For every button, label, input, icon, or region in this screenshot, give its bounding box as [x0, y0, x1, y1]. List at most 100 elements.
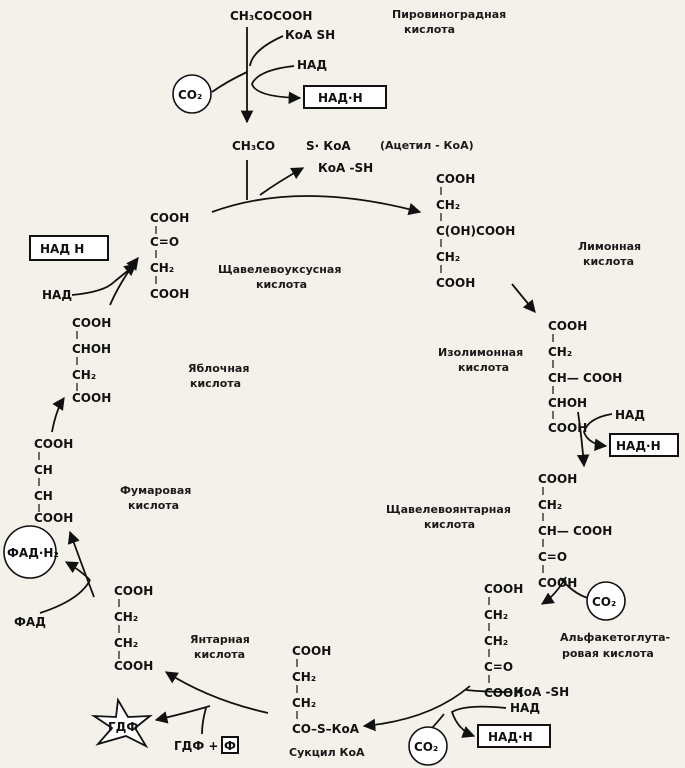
svg-text:COOH: COOH	[548, 421, 587, 435]
nad-left-curve	[71, 281, 115, 296]
acetyl-formula-left: CH₃CO	[232, 139, 275, 153]
fumaric-acid-formula: COOH CH CH COOH	[34, 437, 73, 525]
arc-isocitrate-to-oxalosuccinate	[576, 411, 590, 468]
nad-right-curve	[583, 413, 613, 452]
svg-text:CH₂: CH₂	[484, 634, 508, 648]
gdf-input-curve	[201, 707, 207, 735]
citric-acid-formula: COOH CH₂ C(OH)COOH CH₂ COOH	[436, 172, 515, 290]
nad-top-curve	[251, 65, 302, 105]
svg-text:COOH: COOH	[150, 287, 189, 301]
arc-malate-to-oxaloacetate	[109, 256, 139, 306]
co2-right-circle	[586, 581, 626, 621]
pyruvic-acid-label-1: Пировиноградная	[392, 8, 506, 21]
svg-text:COOH: COOH	[72, 391, 111, 405]
acetyl-coa-label: (Ацетил - КоА)	[380, 139, 474, 152]
oxalosuccinic-acid-label-2: кислота	[424, 518, 475, 531]
svg-text:CH₂: CH₂	[292, 670, 316, 684]
gdf-star-shape	[90, 697, 153, 749]
coa-release-arrow	[259, 167, 305, 196]
citric-acid-label-1: Лимонная	[578, 240, 641, 253]
arc-fumarate-to-malate	[51, 396, 65, 433]
svg-text:CH₂: CH₂	[436, 198, 460, 212]
oxalosuccinic-acid-formula: COOH CH₂ CH— COOH C=O COOH	[538, 472, 612, 590]
acetyl-formula-right: S· КоА	[306, 139, 351, 153]
svg-text:COOH: COOH	[72, 316, 111, 330]
coa-entry-curve	[249, 35, 284, 67]
nad-bottom-curve	[450, 705, 507, 738]
pyruvic-acid-label-2: кислота	[404, 23, 455, 36]
coa-sh-top: КоА SH	[285, 28, 335, 42]
svg-text:CH₂: CH₂	[114, 636, 138, 650]
succinic-acid-label-2: кислота	[194, 648, 245, 661]
svg-text:COOH: COOH	[114, 659, 153, 673]
nadh-left-box	[29, 235, 109, 261]
svg-text:CH₂: CH₂	[150, 261, 174, 275]
svg-text:CH₂: CH₂	[72, 368, 96, 382]
oxaloacetic-acid-formula: COOH C=O CH₂ COOH	[150, 211, 189, 301]
nadh-right-box	[609, 433, 679, 457]
svg-text:COOH: COOH	[292, 644, 331, 658]
fadh: ФАД·Н₂	[7, 546, 59, 560]
coa-sh-bottom: КоА -SH	[514, 685, 569, 699]
co2-right-curve	[559, 577, 589, 599]
svg-text:C=O: C=O	[150, 235, 179, 249]
svg-text:CH: CH	[34, 463, 53, 477]
svg-text:COOH: COOH	[436, 276, 475, 290]
co2-right: CO₂	[592, 595, 616, 609]
nadh-top-box	[303, 85, 387, 109]
svg-text:CH₂: CH₂	[538, 498, 562, 512]
co2-bottom-circle	[408, 726, 448, 766]
alpha-ketoglutaric-label-1: Альфакетоглута-	[560, 631, 670, 644]
oxalosuccinic-acid-label-1: Щавелевоянтарная	[386, 503, 511, 516]
svg-text:COOH: COOH	[484, 686, 523, 700]
nadh-top: НАД·Н	[318, 91, 363, 105]
co2-bottom: CO₂	[414, 740, 438, 754]
phi: Ф	[224, 739, 236, 753]
svg-text:CHOH: CHOH	[548, 396, 587, 410]
fad-to-fadh-arrow	[64, 561, 91, 581]
svg-text:CO–S–КоА: CO–S–КоА	[292, 722, 360, 736]
malic-acid-label-1: Яблочная	[188, 362, 249, 375]
isocitric-acid-label-2: кислота	[458, 361, 509, 374]
svg-text:C=O: C=O	[484, 660, 513, 674]
svg-text:COOH: COOH	[548, 319, 587, 333]
oxaloacetic-acid-label-2: кислота	[256, 278, 307, 291]
arc-succinate-to-fumarate	[67, 530, 95, 598]
gdf-star: ГДФ	[108, 720, 138, 734]
fad-curve	[39, 579, 91, 614]
fad: ФАД	[14, 615, 46, 629]
nadh-right: НАД·Н	[616, 439, 661, 453]
svg-text:CH₂: CH₂	[484, 608, 508, 622]
alpha-ketoglutaric-acid-formula: COOH CH₂ CH₂ C=O COOH	[484, 582, 523, 700]
arc-oxaloacetate-to-citrate	[211, 195, 422, 216]
co2-release-curve	[211, 71, 248, 93]
succinic-acid-label-1: Янтарная	[190, 633, 250, 646]
svg-text:COOH: COOH	[114, 584, 153, 598]
alpha-ketoglutaric-label-2: ровая кислота	[562, 647, 654, 660]
svg-text:CHOH: CHOH	[72, 342, 111, 356]
isocitric-acid-label-1: Изолимонная	[438, 346, 523, 359]
co2-top-circle	[172, 74, 212, 114]
nadh-left: НАД Н	[40, 242, 84, 256]
nad-top: НАД	[297, 58, 327, 72]
gdf-plus: ГДФ +	[174, 739, 218, 753]
svg-text:CH₂: CH₂	[292, 696, 316, 710]
oxaloacetic-acid-label-1: Щавелевоуксусная	[218, 263, 341, 276]
svg-text:CH— COOH: CH— COOH	[548, 371, 622, 385]
svg-text:COOH: COOH	[150, 211, 189, 225]
succinyl-coa-formula: COOH CH₂ CH₂ CO–S–КоА	[292, 644, 360, 736]
svg-text:COOH: COOH	[436, 172, 475, 186]
fadh-circle	[3, 525, 57, 579]
citric-acid-label-2: кислота	[583, 255, 634, 268]
arc-oxalosuccinate-to-ketoglutarate	[540, 576, 567, 605]
nad-bottom: НАД	[510, 701, 540, 715]
phi-box	[221, 736, 239, 754]
nadh-bottom-box	[477, 724, 551, 748]
nad-right: НАД	[615, 408, 645, 422]
svg-text:COOH: COOH	[538, 472, 577, 486]
isocitric-acid-formula: COOH CH₂ CH— COOH CHOH COOH	[548, 319, 622, 435]
svg-text:COOH: COOH	[34, 437, 73, 451]
svg-text:CH₂: CH₂	[548, 345, 572, 359]
